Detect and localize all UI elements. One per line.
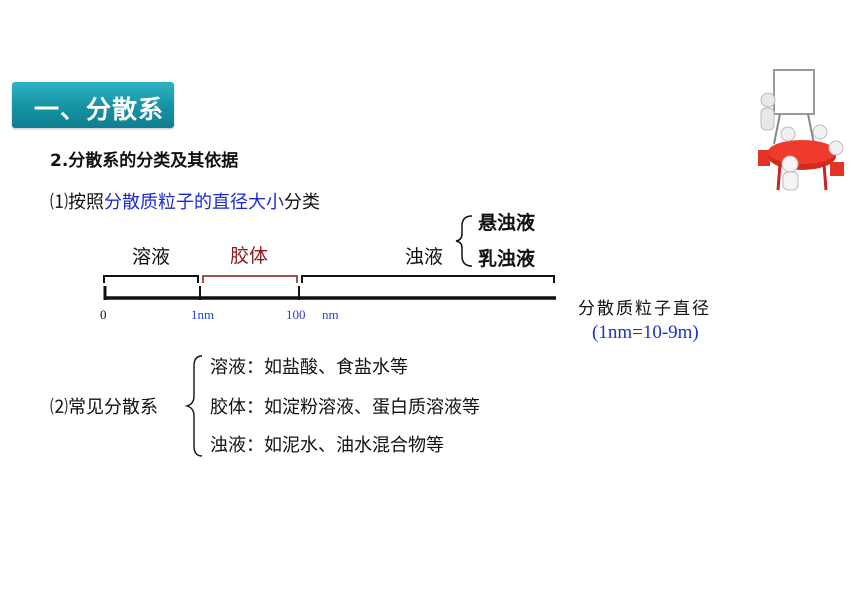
segment-turbid-label: 浊液 xyxy=(405,246,444,268)
colloid-bracket xyxy=(202,275,298,283)
example-turbid: 浊液：如泥水、油水混合物等 xyxy=(210,435,444,456)
common-systems-label: ⑵常见分散系 xyxy=(50,397,158,418)
section-banner: 一、分散系 xyxy=(12,82,174,128)
basis-highlight: 分散质粒子的直径大小 xyxy=(104,192,284,213)
segment-colloid-label: 胶体 xyxy=(230,245,269,267)
turbid-bracket xyxy=(301,275,555,283)
tick-label-100: 100 xyxy=(286,307,306,322)
solution-bracket xyxy=(103,275,199,283)
example-colloid: 胶体：如淀粉溶液、蛋白质溶液等 xyxy=(210,397,480,418)
basis-prefix: ⑴按照 xyxy=(50,192,104,213)
turbid-brace xyxy=(455,215,473,267)
section-title: 一、分散系 xyxy=(34,95,165,124)
turbid-type-emulsion: 乳浊液 xyxy=(478,248,536,270)
unit-note: (1nm=10-9m) xyxy=(592,322,699,343)
tick-label-0: 0 xyxy=(100,307,107,322)
segment-solution-label: 溶液 xyxy=(132,246,171,268)
common-systems-brace xyxy=(184,355,203,457)
tick-label-nm: nm xyxy=(322,307,339,322)
basis-suffix: 分类 xyxy=(284,192,320,213)
tick-label-1nm: 1nm xyxy=(191,307,215,322)
example-solution: 溶液：如盐酸、食盐水等 xyxy=(210,357,408,378)
axis-caption: 分散质粒子直径 xyxy=(578,299,711,319)
classification-basis: ⑴按照分散质粒子的直径大小分类 xyxy=(50,188,320,214)
meeting-illustration xyxy=(758,69,844,191)
subheading: 2.分散系的分类及其依据 xyxy=(50,151,239,171)
turbid-type-suspension: 悬浊液 xyxy=(478,212,536,234)
